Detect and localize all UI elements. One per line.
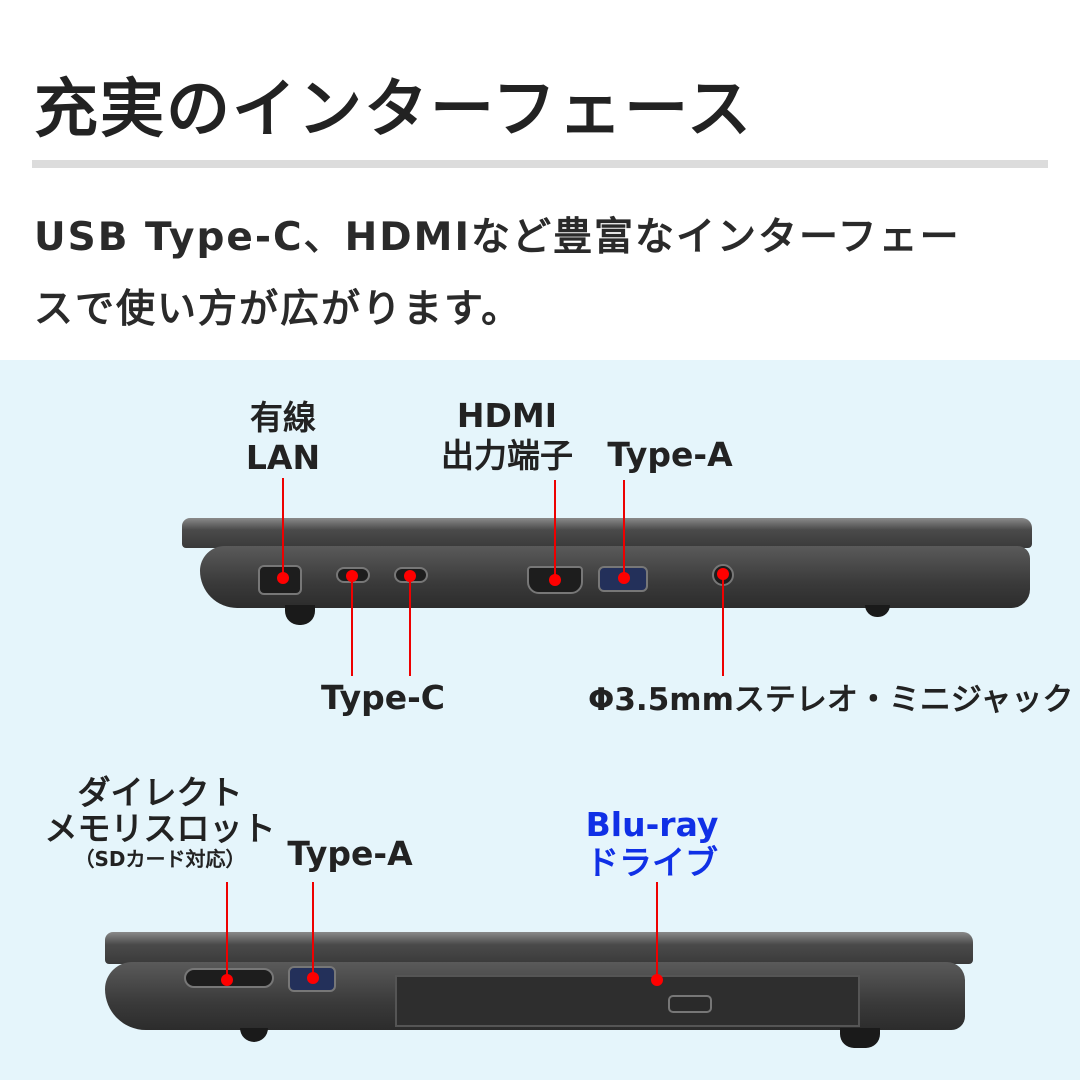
lan-label: 有線 LAN bbox=[233, 398, 333, 478]
sd-slot-label: ダイレクト メモリスロット （SDカード対応） bbox=[40, 773, 280, 872]
bluray-label-line1: Blu-ray bbox=[585, 805, 719, 844]
bluray-label-line2: ドライブ bbox=[586, 843, 718, 882]
sd-label-line2: メモリスロット bbox=[44, 809, 276, 848]
divider bbox=[32, 160, 1048, 168]
sd-label-line3: （SDカード対応） bbox=[74, 847, 246, 871]
hdmi-label-line2: 出力端子 bbox=[441, 436, 573, 475]
type-a-label-left: Type-A bbox=[287, 834, 413, 873]
subtitle-line-2: スで使い方が広がります。 bbox=[34, 287, 523, 332]
hdmi-label-line1: HDMI bbox=[456, 396, 558, 435]
type-c-label: Type-C bbox=[320, 678, 446, 717]
lan-label-line2: LAN bbox=[245, 438, 321, 477]
eject-button bbox=[668, 995, 712, 1013]
hdmi-label: HDMI 出力端子 bbox=[427, 396, 587, 476]
bluray-drive bbox=[395, 975, 860, 1027]
audio-jack-label: Φ3.5mmステレオ・ミニジャック bbox=[588, 682, 1074, 718]
sd-label-line1: ダイレクト bbox=[77, 773, 243, 812]
lan-label-line1: 有線 bbox=[250, 398, 316, 437]
type-a-label: Type-A bbox=[607, 435, 733, 474]
page-title: 充実のインターフェース bbox=[34, 73, 753, 147]
subtitle-line-1: USB Type-C、HDMIなど豊富なインターフェー bbox=[34, 215, 961, 260]
bluray-label: Blu-ray ドライブ bbox=[572, 806, 732, 882]
lan-port bbox=[258, 565, 302, 595]
